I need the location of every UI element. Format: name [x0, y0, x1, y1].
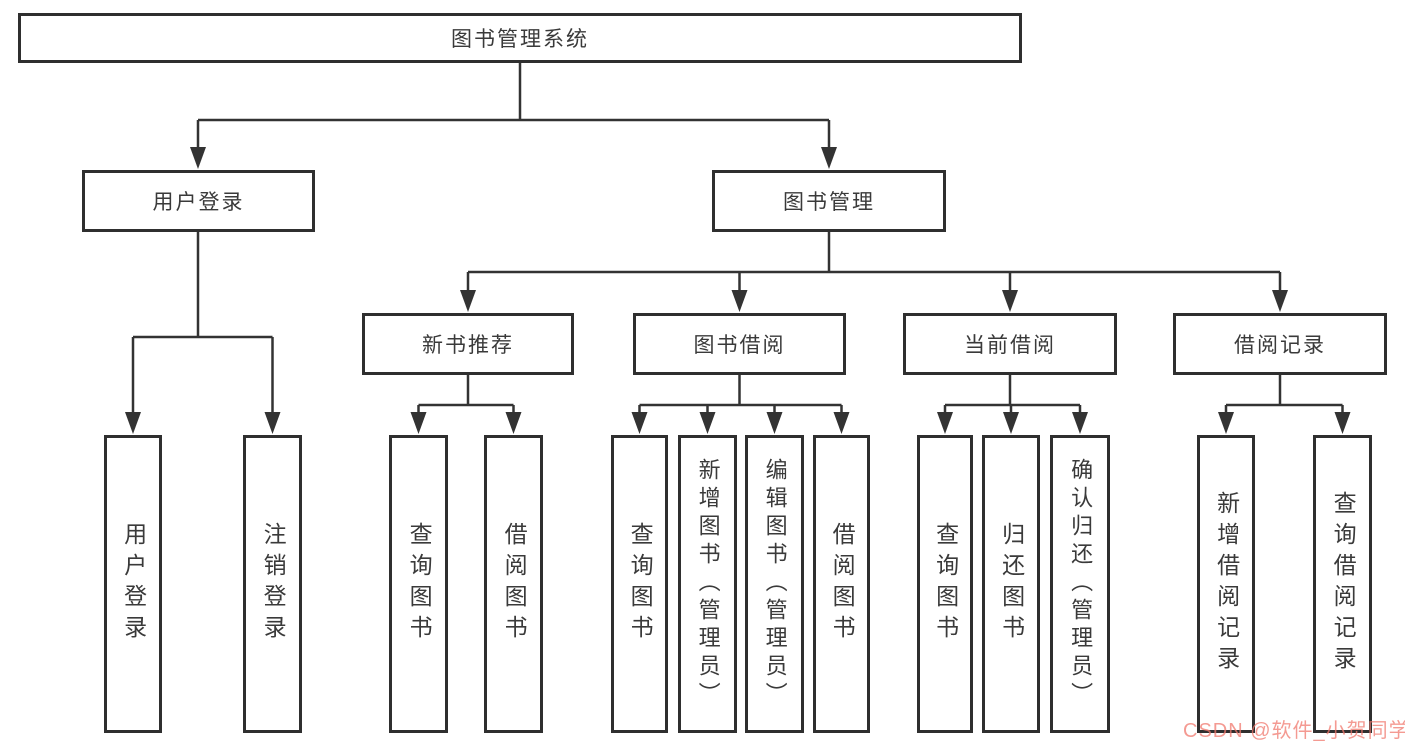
leaf-borrow-books-borrowing: 借阅图书	[813, 435, 870, 733]
node-book-management: 图书管理	[712, 170, 946, 232]
leaf-confirm-return-admin: 确认归还（管理员）	[1050, 435, 1110, 733]
leaf-user-login: 用户登录	[104, 435, 162, 733]
watermark: CSDN @软件_小贺同学	[1183, 720, 1405, 742]
leaf-query-books-borrowing: 查询图书	[611, 435, 668, 733]
node-borrowing-records: 借阅记录	[1173, 313, 1387, 375]
leaf-edit-books-admin: 编辑图书（管理员）	[745, 435, 804, 733]
leaf-query-books-current: 查询图书	[917, 435, 973, 733]
leaf-logout-login: 注销登录	[243, 435, 302, 733]
node-book-borrowing: 图书借阅	[633, 313, 846, 375]
leaf-query-books-recommend: 查询图书	[389, 435, 448, 733]
node-new-book-recommend: 新书推荐	[362, 313, 574, 375]
node-current-borrowing: 当前借阅	[903, 313, 1117, 375]
leaf-query-borrow-record: 查询借阅记录	[1313, 435, 1372, 733]
leaf-borrow-books-recommend: 借阅图书	[484, 435, 543, 733]
node-library-management-system: 图书管理系统	[18, 13, 1022, 63]
leaf-add-books-admin: 新增图书（管理员）	[678, 435, 737, 733]
leaf-add-borrow-record: 新增借阅记录	[1197, 435, 1255, 733]
node-user-login: 用户登录	[82, 170, 315, 232]
leaf-return-books: 归还图书	[982, 435, 1040, 733]
